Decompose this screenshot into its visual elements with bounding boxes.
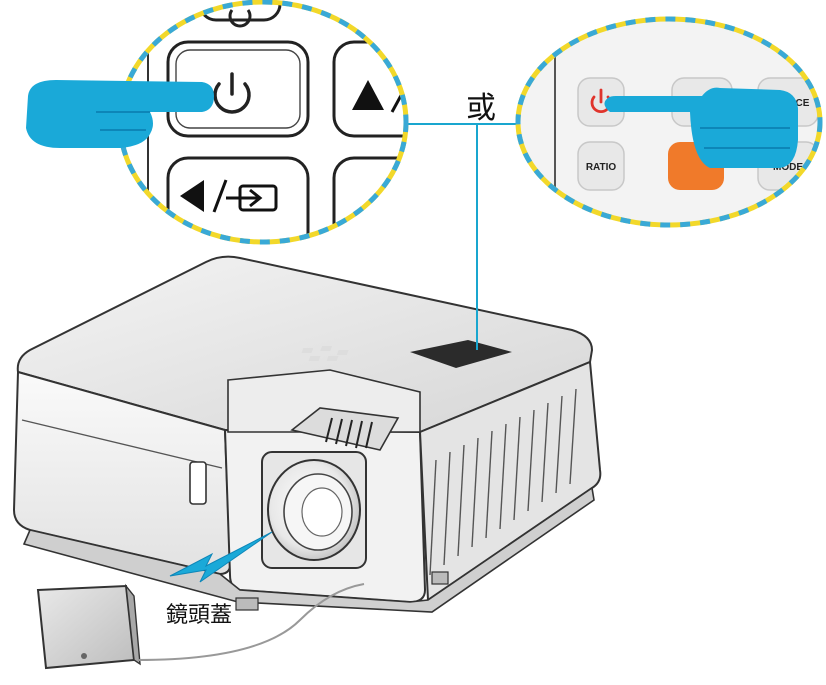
lens-cap [36, 583, 365, 670]
remote-callout: SOURCE RATIO MODE [515, 16, 823, 228]
keypad-callout [117, 0, 409, 245]
projector [12, 255, 602, 613]
or-label: 或 [466, 91, 496, 126]
projector-control-panel [301, 340, 512, 368]
status-indicator [189, 461, 207, 505]
mode-label: MODE [773, 162, 803, 173]
pointing-hand-icon [26, 80, 214, 148]
projector-lens [261, 451, 367, 569]
lens-shift-dial [290, 407, 400, 451]
projector-base [22, 486, 595, 613]
ratio-label: RATIO [586, 162, 617, 173]
pull-arrow-icon [169, 531, 273, 583]
lens-cap-label: 鏡頭蓋 [166, 603, 232, 628]
left-source-icon [180, 179, 278, 213]
remote-ratio-button [577, 141, 625, 191]
power-icon [213, 72, 251, 114]
projector-top [16, 255, 594, 434]
lens-cap-tether [137, 583, 365, 661]
remote-pointing-hand-icon [604, 87, 798, 168]
up-arrow-icon [352, 80, 384, 110]
side-vents [429, 388, 577, 576]
